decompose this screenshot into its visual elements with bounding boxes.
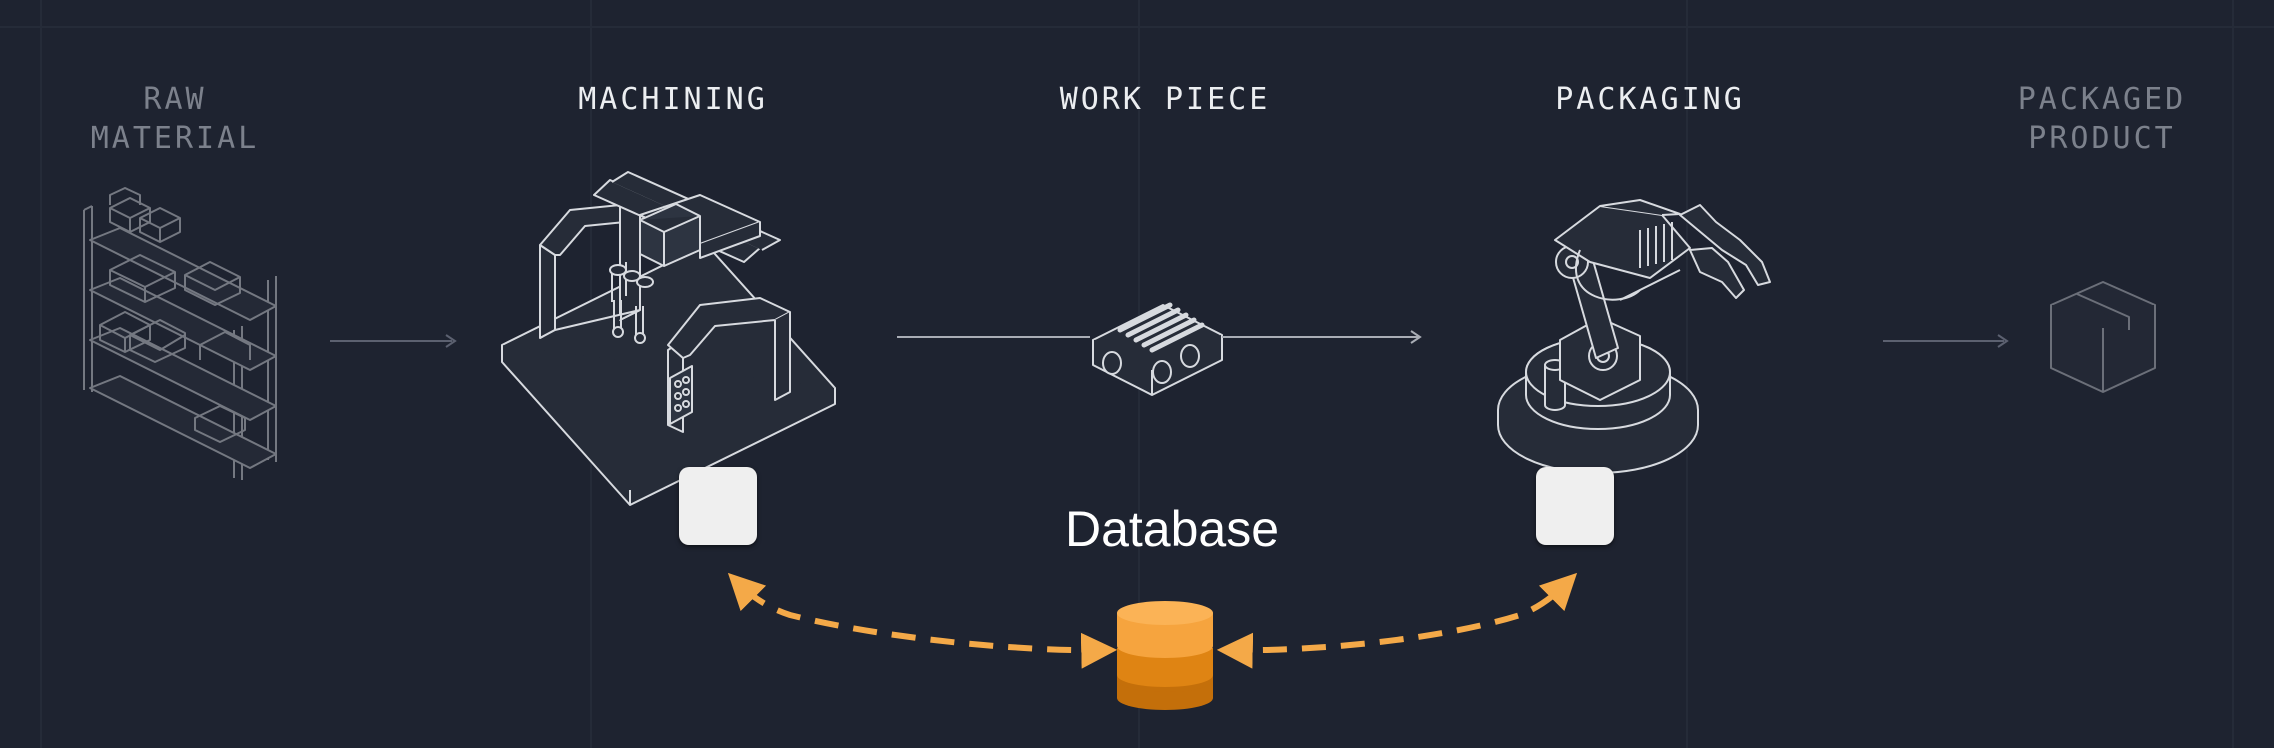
flow-arrowhead [1410,330,1422,344]
database-icon [1117,601,1213,710]
database-label: Database [1065,501,1280,557]
work-piece-icon [1092,302,1223,396]
connection-arrow-packaging [1216,572,1578,669]
stage-label-machining: MACHINING [578,82,768,117]
robot-arm-icon [1497,199,1771,474]
grid-line [40,0,42,748]
stage-label-work-piece: WORK PIECE [1059,82,1271,117]
stage-label-packaging: PACKAGING [1555,82,1745,117]
grid-line [1686,0,1688,748]
packaging-node[interactable] [1536,467,1614,545]
machining-node[interactable] [679,467,757,545]
box-icon [2050,281,2156,393]
connection-arrow-machining [727,572,1118,669]
shelf-icon [83,187,277,480]
stage-label-raw-material: RAW MATERIAL [90,82,260,156]
grid-line [2232,0,2234,748]
cnc-machine-icon [501,171,836,506]
flow-arrowhead [445,334,457,348]
stage-label-packaged-product: PACKAGED PRODUCT [2017,82,2187,156]
grid-line [0,26,2274,28]
flow-arrowhead [1997,334,2009,348]
